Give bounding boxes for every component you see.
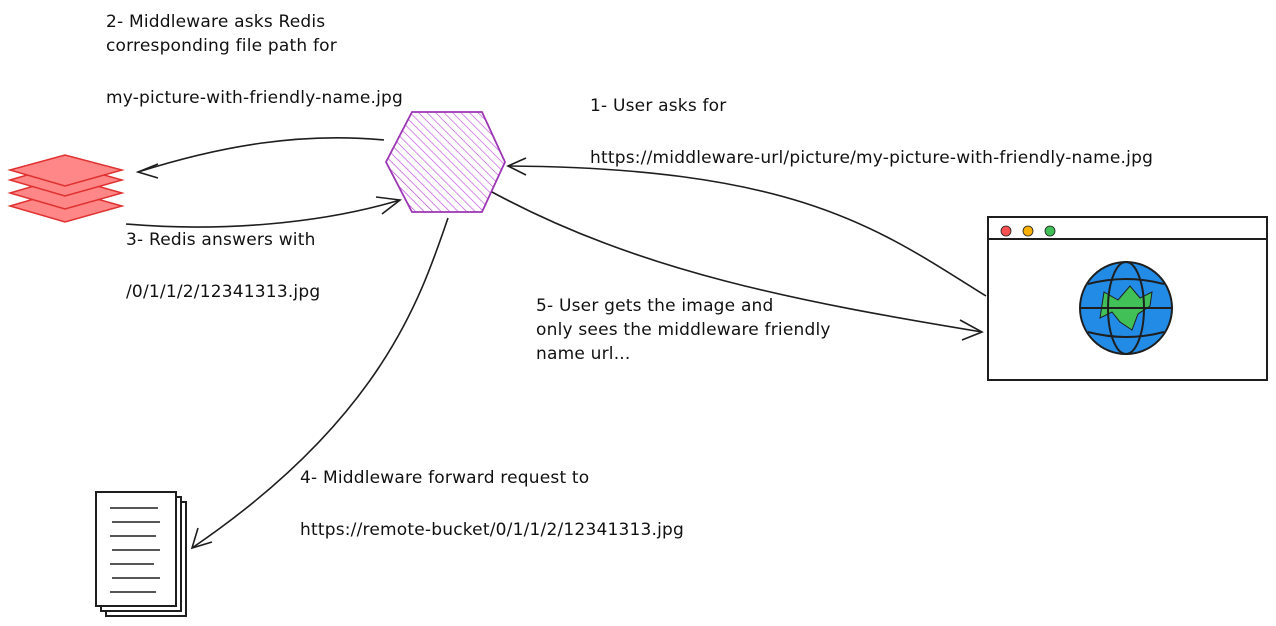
step2-filename: my-picture-with-friendly-name.jpg <box>106 88 404 108</box>
step1-title: 1- User asks for <box>590 96 727 116</box>
browser-maximize-dot-icon <box>1044 225 1056 237</box>
step5-line1: 5- User gets the image and <box>536 296 774 316</box>
step3-title: 3- Redis answers with <box>126 230 316 250</box>
step4-url: https://remote-bucket/0/1/1/2/12341313.j… <box>300 520 685 540</box>
step4-title: 4- Middleware forward request to <box>300 468 590 488</box>
arrow-redis-to-middleware <box>125 196 403 228</box>
document-stack-icon <box>95 491 187 617</box>
arrow-middleware-to-redis <box>135 136 385 179</box>
step2-line2: corresponding file path for <box>106 36 337 56</box>
arrow-middleware-to-browser <box>491 191 984 341</box>
browser-close-dot-icon <box>1000 225 1012 237</box>
arrow-middleware-to-bucket <box>190 217 449 550</box>
step5-line2: only sees the middleware friendly <box>536 320 831 340</box>
step2-line1: 2- Middleware asks Redis <box>106 12 326 32</box>
browser-minimize-dot-icon <box>1022 225 1034 237</box>
step1-url: https://middleware-url/picture/my-pictur… <box>590 148 1154 168</box>
redis-layers-icon <box>7 154 125 223</box>
arrow-user-request <box>506 157 987 297</box>
step3-path: /0/1/1/2/12341313.jpg <box>126 282 321 302</box>
middleware-hexagon-icon <box>384 111 506 213</box>
step5-line3: name url... <box>536 344 631 364</box>
globe-icon <box>1079 261 1173 355</box>
